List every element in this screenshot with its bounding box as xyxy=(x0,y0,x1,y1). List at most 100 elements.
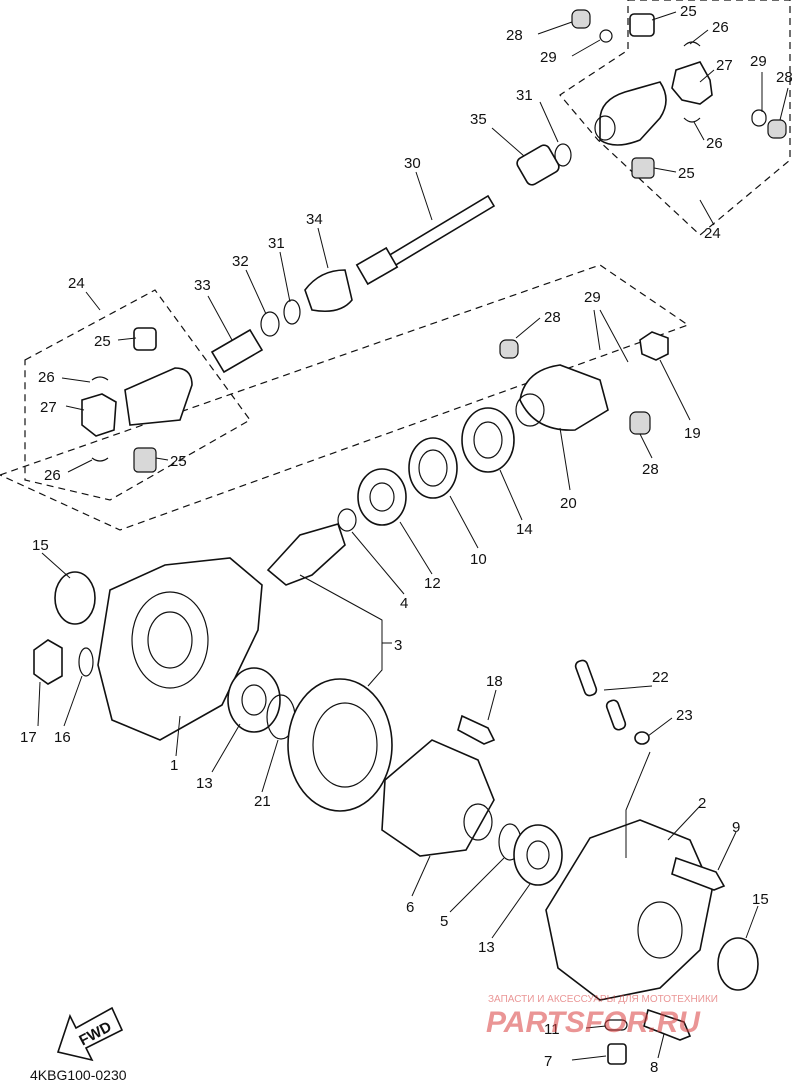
label-15-right: 15 xyxy=(752,891,769,908)
label-13-left: 13 xyxy=(196,775,213,792)
bolt-9 xyxy=(671,856,726,891)
label-21: 21 xyxy=(254,793,271,810)
group-box-19-assembly xyxy=(0,264,690,531)
label-22: 22 xyxy=(652,669,669,686)
bushing-35 xyxy=(516,144,560,186)
drain-bolt-7 xyxy=(607,1043,627,1065)
label-26-left-bottom: 26 xyxy=(44,467,61,484)
gear-case-1-body xyxy=(97,557,263,741)
label-28-mid: 28 xyxy=(544,309,561,326)
label-29-mid: 29 xyxy=(584,289,601,306)
bearing-cup-25-left-top xyxy=(133,327,157,351)
nut-19 xyxy=(639,331,669,361)
leader-lines xyxy=(37,11,789,1061)
label-32: 32 xyxy=(232,253,249,270)
bearing-12-inner xyxy=(369,482,395,512)
label-12: 12 xyxy=(424,575,441,592)
label-5: 5 xyxy=(440,913,448,930)
ring-gear xyxy=(287,678,393,812)
spider-27-top xyxy=(671,61,713,105)
gear-case-1-inner-bore xyxy=(147,611,193,669)
bolt-18 xyxy=(457,714,496,745)
label-28-low: 28 xyxy=(642,461,659,478)
label-34: 34 xyxy=(306,211,323,228)
clip-26-left-a xyxy=(91,376,109,381)
label-30: 30 xyxy=(404,155,421,172)
fwd-direction-indicator: FWD xyxy=(56,1006,124,1062)
label-1: 1 xyxy=(170,757,178,774)
dowel-23 xyxy=(634,731,650,745)
bearing-13-left-inner xyxy=(241,684,267,716)
yoke-left xyxy=(124,367,193,426)
label-27-top: 27 xyxy=(716,57,733,74)
label-9: 9 xyxy=(732,819,740,836)
watermark-caption: ЗАПАСТИ И АКСЕССУАРЫ ДЛЯ МОТОТЕХНИКИ xyxy=(488,994,718,1005)
yoke-top xyxy=(599,81,667,146)
label-35: 35 xyxy=(470,111,487,128)
label-31: 31 xyxy=(268,235,285,252)
o-ring-16 xyxy=(78,647,94,677)
shaft-30-spline xyxy=(355,246,399,286)
label-6: 6 xyxy=(406,899,414,916)
part-labels: 28 29 25 26 27 29 28 26 25 24 31 35 30 3… xyxy=(20,3,793,1076)
bearing-13-right xyxy=(513,824,563,886)
label-7: 7 xyxy=(544,1053,552,1070)
circlip-31 xyxy=(283,299,301,325)
watermark: ЗАПАСТИ И АКСЕССУАРЫ ДЛЯ МОТОТЕХНИКИ PAR… xyxy=(486,994,718,1039)
label-13-right: 13 xyxy=(478,939,495,956)
oil-seal-15-left xyxy=(54,571,96,625)
washer-32 xyxy=(260,311,280,337)
group-box-24-left xyxy=(24,289,251,501)
diagram-code: 4KBG100-0230 xyxy=(30,1067,127,1083)
yoke-top-bore xyxy=(594,115,616,141)
fwd-arrow-icon xyxy=(56,1006,124,1062)
group-box-24-top xyxy=(559,0,791,236)
cup-28-top-b xyxy=(767,119,787,139)
bearing-13-right-inner xyxy=(526,840,550,870)
gear-case-2-bore xyxy=(637,901,683,959)
label-15-left: 15 xyxy=(32,537,49,554)
bearing-cup-25-bottom xyxy=(631,157,655,179)
gear-case-1-bore xyxy=(131,591,209,689)
differential-6 xyxy=(381,739,495,857)
circlip-29-top-b xyxy=(751,109,767,127)
oil-seal-14-inner xyxy=(473,421,503,459)
gear-case-1 xyxy=(33,557,296,741)
spider-27-left xyxy=(81,393,117,437)
gear-case-2-body xyxy=(545,819,713,1001)
label-4: 4 xyxy=(400,595,408,612)
label-28-top: 28 xyxy=(506,27,523,44)
label-19: 19 xyxy=(684,425,701,442)
gear-case-2 xyxy=(545,659,759,1065)
label-14: 14 xyxy=(516,521,533,538)
label-10: 10 xyxy=(470,551,487,568)
label-11: 11 xyxy=(544,1021,560,1038)
label-26-left-top: 26 xyxy=(38,369,55,386)
ring-gear-and-differential xyxy=(287,678,563,886)
differential-6-shaft xyxy=(463,803,493,841)
label-17: 17 xyxy=(20,729,37,746)
propeller-shaft-assembly xyxy=(210,143,572,374)
label-29-right: 29 xyxy=(750,53,767,70)
pin-22-b xyxy=(605,699,627,731)
ring-gear-inner xyxy=(312,702,378,788)
label-16: 16 xyxy=(54,729,71,746)
label-29-top: 29 xyxy=(540,49,557,66)
label-26-top: 26 xyxy=(712,19,729,36)
nut-17 xyxy=(33,639,63,685)
bearing-12 xyxy=(357,468,407,526)
collar-10 xyxy=(408,437,458,499)
label-28-right: 28 xyxy=(776,69,793,86)
label-20: 20 xyxy=(560,495,577,512)
label-25-top-b: 25 xyxy=(678,165,695,182)
label-25-left-bottom: 25 xyxy=(170,453,187,470)
collar-10-inner xyxy=(418,449,448,487)
clip-26-left-b xyxy=(91,457,109,462)
cup-28-right-a xyxy=(499,339,519,359)
bolt-8 xyxy=(643,1008,692,1041)
universal-joint-left xyxy=(81,327,193,473)
label-23: 23 xyxy=(676,707,693,724)
pin-22-a xyxy=(574,659,598,697)
label-3: 3 xyxy=(394,637,402,654)
